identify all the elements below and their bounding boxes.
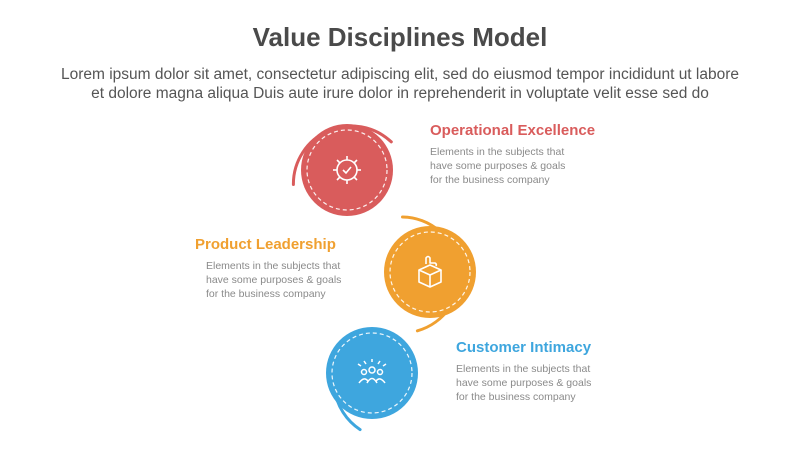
customer-intimacy-dashed-ring	[331, 332, 413, 414]
product-leadership-node	[384, 215, 476, 333]
subtitle-line-2: et dolore magna aliqua Duis aute irure d…	[91, 85, 709, 102]
product-leadership-dashed-ring	[389, 231, 471, 313]
product-leadership-text: Product Leadership Elements in the subje…	[195, 236, 341, 301]
description-line: Elements in the subjects that	[456, 363, 591, 375]
operational-excellence-node	[291, 124, 393, 216]
hand-box-icon	[418, 255, 442, 288]
operational-excellence-title: Operational Excellence	[430, 122, 596, 139]
product-leadership-title: Product Leadership	[195, 236, 336, 253]
operational-excellence-dashed-ring	[306, 129, 388, 211]
description-line: for the business company	[206, 288, 326, 300]
product-leadership-circle	[384, 226, 476, 318]
description-line: Elements in the subjects that	[206, 260, 341, 272]
description-line: for the business company	[456, 391, 576, 403]
operational-excellence-description: Elements in the subjects that have some …	[430, 145, 595, 187]
operational-excellence-circle	[301, 124, 393, 216]
description-line: for the business company	[430, 174, 550, 186]
description-line: have some purposes & goals	[206, 274, 342, 286]
people-group-icon	[357, 359, 387, 384]
subtitle-line-1: Lorem ipsum dolor sit amet, consectetur …	[60, 66, 740, 83]
page-title: Value Disciplines Model	[252, 22, 548, 52]
product-leadership-description: Elements in the subjects that have some …	[195, 259, 341, 301]
customer-intimacy-description: Elements in the subjects that have some …	[456, 362, 591, 404]
description-line: Elements in the subjects that	[430, 146, 565, 158]
operational-excellence-text: Operational Excellence Elements in the s…	[430, 122, 595, 187]
customer-intimacy-node	[326, 327, 418, 432]
customer-intimacy-title: Customer Intimacy	[456, 339, 592, 356]
description-line: have some purposes & goals	[430, 160, 566, 172]
page-subtitle: Lorem ipsum dolor sit amet, consectetur …	[20, 65, 780, 103]
customer-intimacy-text: Customer Intimacy Elements in the subjec…	[456, 339, 591, 404]
description-line: have some purposes & goals	[456, 377, 592, 389]
gear-check-icon	[333, 156, 361, 184]
